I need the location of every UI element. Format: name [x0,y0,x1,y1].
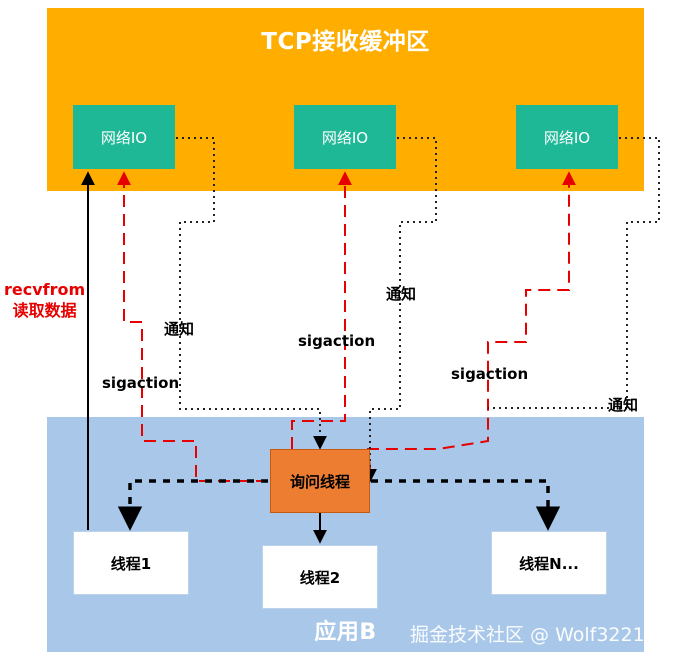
notify-label-3: 通知 [608,396,639,414]
sigaction-path-2 [291,171,352,449]
sigaction-label-2: sigaction [298,332,376,350]
sigaction-label-3: sigaction [451,365,529,383]
thread-1-box: 线程1 [73,531,189,595]
network-io-box-2: 网络IO [294,105,396,169]
network-io-box-1: 网络IO [73,105,175,169]
network-io-box-3: 网络IO [516,105,618,169]
recvfrom-label-line1: recvfrom [4,280,86,299]
thread-2-box: 线程2 [262,545,378,609]
application-title: 应用B [314,620,377,645]
notify-label-2: 通知 [386,285,417,303]
poll-thread-box: 询问线程 [270,449,370,513]
notify-label-1: 通知 [164,320,195,338]
recvfrom-label: recvfrom 读取数据 [4,279,85,321]
sigaction-label-1: sigaction [102,374,180,392]
recvfrom-label-line2: 读取数据 [12,301,77,320]
watermark-text: 掘金技术社区 @ Wolf3221 [410,624,645,646]
tcp-buffer-title: TCP接收缓冲区 [261,29,430,55]
thread-n-box: 线程N... [491,531,607,595]
